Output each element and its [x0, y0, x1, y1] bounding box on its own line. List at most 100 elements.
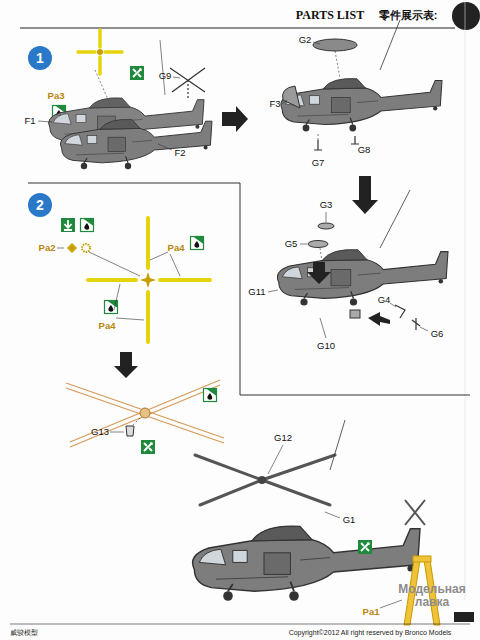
- corner-dot: [452, 2, 480, 30]
- rotor-g9: [170, 68, 205, 100]
- main-rotor-g12: [195, 455, 262, 480]
- paint-icon: [191, 237, 204, 250]
- tail-rotor-pa3: [78, 30, 122, 74]
- main-blades-pa4: [146, 292, 150, 342]
- part-g7: [314, 140, 322, 150]
- leader: [132, 418, 140, 426]
- rotor-hub: [140, 408, 150, 418]
- step-frame: [28, 183, 470, 395]
- glue-icon: [130, 66, 144, 80]
- step-label: 2: [36, 197, 44, 213]
- leader: [110, 432, 124, 433]
- tail-rotor: [405, 500, 425, 525]
- part-number: G11: [248, 287, 265, 297]
- header-text: 零件展示表:: [379, 10, 438, 21]
- tail-rotor: [405, 500, 425, 525]
- main-rotor-g12: [262, 480, 330, 505]
- fuselage-f2: [60, 119, 212, 169]
- part-number: Pa2: [39, 243, 56, 253]
- main-blades-pa4: [146, 218, 150, 268]
- leader: [170, 254, 180, 276]
- leader: [300, 244, 307, 245]
- step-number: 1: [28, 46, 52, 70]
- watermark: Модельная лавка: [392, 583, 472, 609]
- rotor-assembly-orange: [70, 385, 220, 447]
- leader: [335, 51, 340, 78]
- leader: [150, 252, 168, 260]
- main-rotor-g12: [262, 455, 335, 480]
- part-g6: [412, 318, 420, 330]
- part-number: G5: [285, 239, 298, 249]
- step-number: 2: [28, 193, 52, 217]
- antenna: [380, 20, 400, 70]
- part-number: G13: [91, 427, 109, 437]
- part-number: G6: [431, 329, 444, 339]
- leader: [318, 134, 319, 140]
- part-g8: [351, 136, 359, 144]
- step-arrow: [114, 352, 138, 378]
- brand-name: 威骏模型: [10, 629, 38, 636]
- part-number: F3: [269, 99, 280, 109]
- leader: [116, 318, 144, 320]
- leader: [268, 290, 278, 292]
- leader: [390, 303, 396, 307]
- glue-icon: [358, 540, 372, 554]
- leader: [420, 327, 428, 331]
- leader: [38, 121, 52, 122]
- tail-rotor-pa3: [78, 50, 95, 54]
- main-blades-pa4: [160, 278, 210, 282]
- step-label: 1: [36, 50, 44, 66]
- rotor-hub: [258, 476, 266, 484]
- paint-icon: [81, 219, 94, 232]
- part-number: G7: [312, 158, 325, 168]
- antenna: [160, 40, 165, 95]
- part-number: Pa1: [363, 607, 380, 617]
- antenna: [380, 190, 410, 248]
- helicopter-final: [193, 526, 420, 601]
- rotor-assembly-orange: [70, 380, 220, 442]
- part-number: Pa4: [99, 321, 116, 331]
- leader: [380, 600, 402, 608]
- rotor-g9: [187, 80, 188, 100]
- leader: [313, 42, 320, 44]
- helicopter-assembled: [281, 78, 442, 131]
- leader: [89, 252, 140, 276]
- tail-rotor-hub: [97, 49, 103, 55]
- part-pa2: [67, 243, 77, 253]
- main-blades-pa4: [88, 218, 210, 342]
- insert-arrow: [368, 312, 390, 326]
- part-g4: [350, 310, 360, 318]
- tail-rotor: [405, 500, 425, 525]
- tail-rotor-pa3: [105, 50, 122, 54]
- leader: [282, 100, 287, 104]
- antenna: [330, 420, 345, 470]
- part-number: Pa3: [48, 91, 65, 101]
- rotor-hub: [140, 272, 156, 288]
- step-arrow: [352, 176, 378, 214]
- header-rule: [20, 28, 455, 29]
- part-number: G8: [358, 145, 371, 155]
- leader: [320, 248, 322, 262]
- page-edge: [465, 0, 466, 600]
- assemble-icon: [61, 218, 75, 232]
- part-number: G4: [378, 295, 391, 305]
- glue-icon: [141, 440, 155, 454]
- leader: [268, 445, 283, 474]
- part-g13: [126, 426, 134, 436]
- leader: [320, 318, 326, 338]
- part-number: G9: [159, 71, 172, 81]
- copyright-note: Copyright©2012 All right reserved by Bro…: [289, 629, 452, 636]
- part-f3: [283, 86, 301, 108]
- rotor-assembly-orange: [66, 380, 224, 447]
- paint-icon: [204, 389, 217, 402]
- footer-rule: [10, 624, 470, 625]
- leader: [114, 284, 120, 310]
- tail-rotor-pa3: [98, 57, 102, 74]
- part-g5: [308, 241, 328, 248]
- part-pa2-gear: [82, 244, 90, 252]
- part-number: G2: [299, 35, 312, 45]
- part-g4b: [395, 305, 405, 318]
